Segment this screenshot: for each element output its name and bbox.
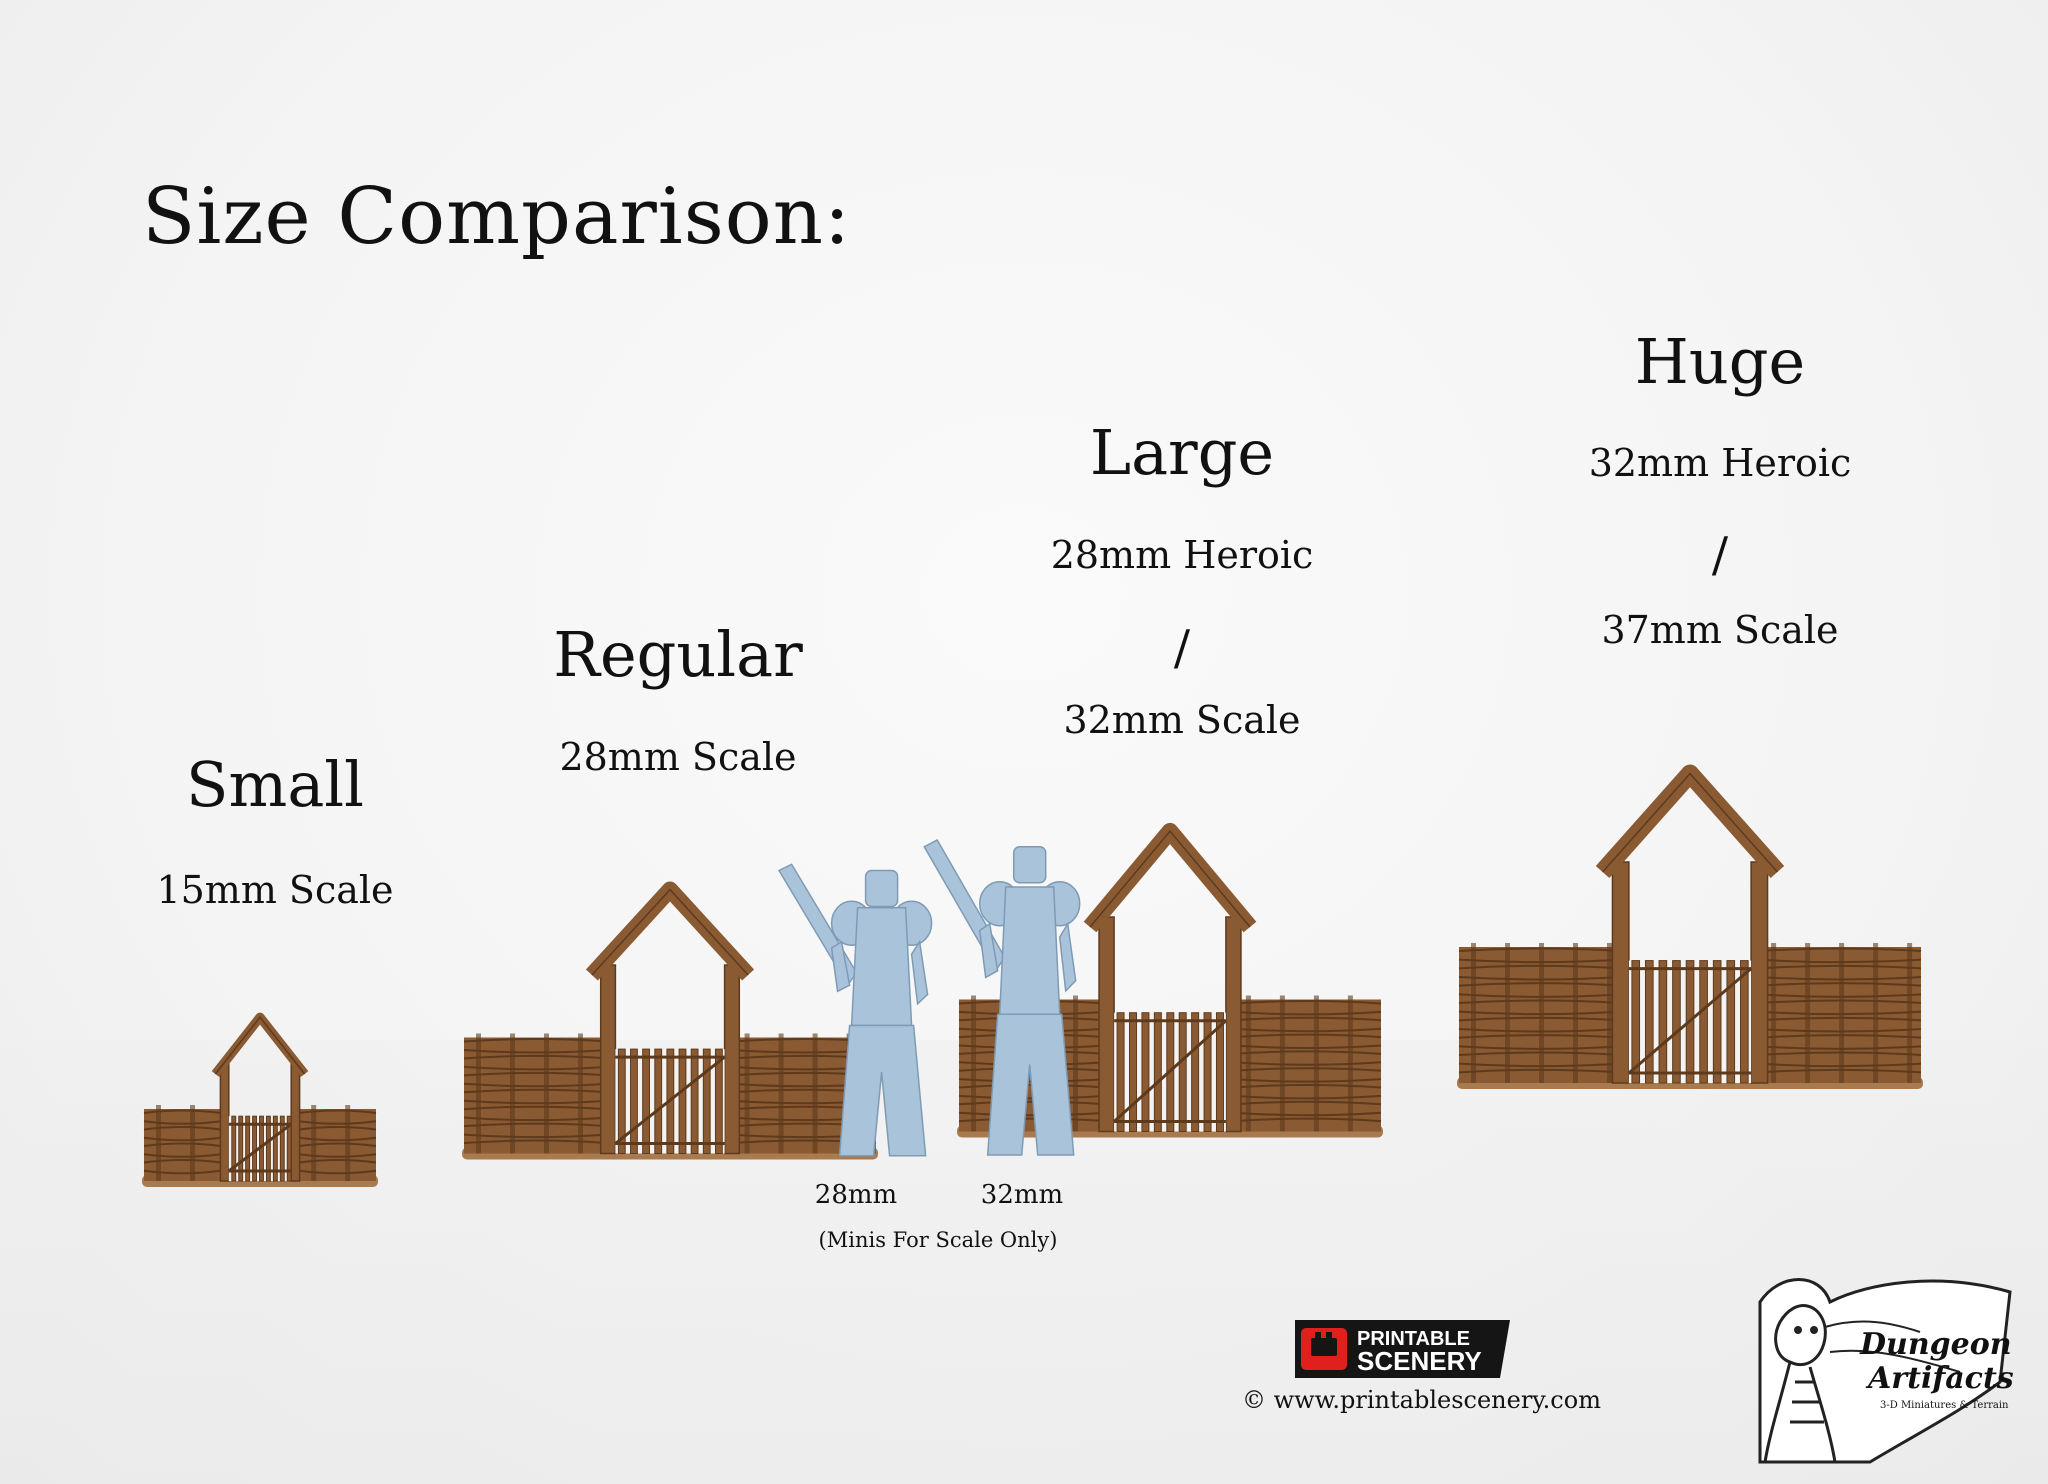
dungeon-artifacts-logo: Dungeon Artifacts 3-D Miniatures & Terra… — [1758, 1278, 2014, 1464]
size-huge-slash: / — [1711, 527, 1729, 583]
size-large-label: Large — [1089, 416, 1275, 489]
size-huge-scale-1: 32mm Heroic — [1588, 441, 1852, 485]
fence-large-icon — [957, 822, 1383, 1138]
printable-scenery-logo: PRINTABLE SCENERY — [1295, 1320, 1510, 1378]
page-title: Size Comparison: — [142, 172, 852, 262]
da-line1: Dungeon — [1859, 1327, 2012, 1362]
mini-32mm-label: 32mm — [980, 1180, 1064, 1210]
ps-line1: PRINTABLE — [1357, 1328, 1470, 1350]
size-small-label: Small — [186, 748, 364, 821]
size-large-scale-1: 28mm Heroic — [1050, 533, 1314, 577]
copyright-text: © www.printablescenery.com — [1242, 1386, 1601, 1414]
size-large-scale-2: 32mm Scale — [1063, 698, 1301, 742]
size-huge-scale-2: 37mm Scale — [1601, 608, 1839, 652]
fence-regular-icon — [462, 881, 878, 1160]
mini-28mm-label: 28mm — [814, 1180, 898, 1210]
fence-small-icon — [142, 1012, 378, 1187]
size-regular-scale: 28mm Scale — [559, 735, 797, 779]
minis-note: (Minis For Scale Only) — [818, 1228, 1058, 1252]
mini-32mm-icon — [923, 839, 1081, 1156]
size-small-scale: 15mm Scale — [156, 868, 394, 912]
mini-28mm-icon — [777, 863, 933, 1157]
da-tagline: 3-D Miniatures & Terrain — [1880, 1400, 2009, 1411]
ps-line2: SCENERY — [1357, 1346, 1482, 1376]
size-large-slash: / — [1173, 620, 1191, 676]
size-regular-label: Regular — [553, 618, 803, 691]
size-huge-label: Huge — [1634, 325, 1806, 398]
da-line2: Artifacts — [1865, 1361, 2014, 1396]
fence-huge-icon — [1457, 764, 1923, 1089]
